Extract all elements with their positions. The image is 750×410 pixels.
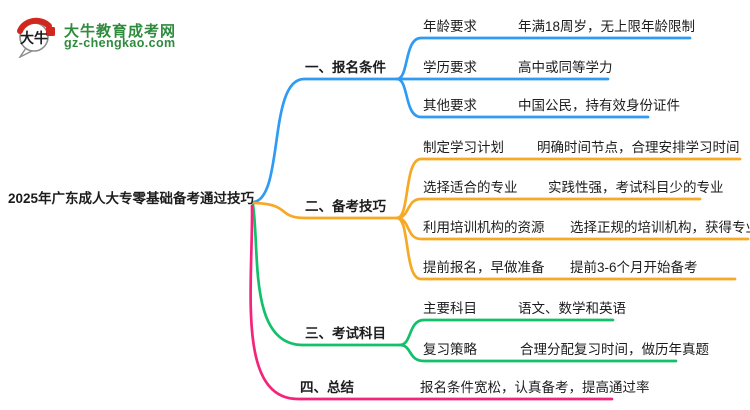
branch-3-row-2-value: 合理分配复习时间，做历年真题 <box>520 342 709 357</box>
branch-4-row-1-text: 报名条件宽松，认真备考，提高通过率 <box>420 380 650 395</box>
branch-3-trunk-line <box>251 203 402 347</box>
site-domain: gz-chengkao.com <box>64 36 176 50</box>
branch-2-row-2-line <box>395 197 702 220</box>
branch-4-trunk-line <box>249 204 614 401</box>
branch-2-row-2-value: 实践性强，考试科目少的专业 <box>548 180 724 195</box>
branch-1-row-1-value: 年满18周岁，无上限年龄限制 <box>518 19 696 34</box>
branch-1-row-2-value: 高中或同等学力 <box>518 60 613 75</box>
branch-1-row-3-line <box>395 77 650 119</box>
branch-2-row-4-key: 提前报名，早做准备 <box>423 260 545 275</box>
branch-2-row-1-line <box>395 157 742 220</box>
branch-2-label: 二、备考技巧 <box>305 199 386 214</box>
site-name: 大牛教育成考网 <box>64 23 177 40</box>
branch-1-label: 一、报名条件 <box>305 60 386 75</box>
branch-1-row-2-key: 学历要求 <box>423 60 477 75</box>
branch-3-label: 三、考试科目 <box>305 326 386 341</box>
branch-2-row-1-key: 制定学习计划 <box>423 140 504 155</box>
branch-1-row-1-line <box>395 36 692 81</box>
branch-1-row-1-key: 年龄要求 <box>423 19 477 34</box>
branch-1-row-3-value: 中国公民，持有效身份证件 <box>518 98 680 113</box>
branch-2-row-4-value: 提前3-6个月开始备考 <box>570 260 698 275</box>
site-logo: 大牛 大牛教育成考网 gz-chengkao.com <box>10 10 230 62</box>
branch-1-trunk-line <box>252 77 399 204</box>
branch-2-row-2-key: 选择适合的专业 <box>423 180 518 195</box>
branch-2-row-4-line <box>395 216 737 281</box>
branch-4-label: 四、总结 <box>300 380 354 395</box>
branch-1-row-3-key: 其他要求 <box>423 98 477 113</box>
branch-2-row-1-value: 明确时间节点，合理安排学习时间 <box>537 140 740 155</box>
branch-3-row-1-key: 主要科目 <box>423 301 477 316</box>
root-topic: 2025年广东成人大专零基础备考通过技巧 <box>8 191 255 206</box>
branch-3-row-2-key: 复习策略 <box>423 342 477 357</box>
branch-3-row-2-line <box>398 343 678 363</box>
branch-2-row-3-value: 选择正规的培训机构，获得专业指导 <box>570 220 750 235</box>
branch-2-row-3-key: 利用培训机构的资源 <box>423 220 545 235</box>
branch-2-trunk-line <box>252 201 399 220</box>
logo-speech-bubble-icon: 大牛 <box>17 17 55 58</box>
logo-seal-text: 大牛 <box>20 30 48 46</box>
branch-3-row-1-value: 语文、数学和英语 <box>518 301 626 316</box>
